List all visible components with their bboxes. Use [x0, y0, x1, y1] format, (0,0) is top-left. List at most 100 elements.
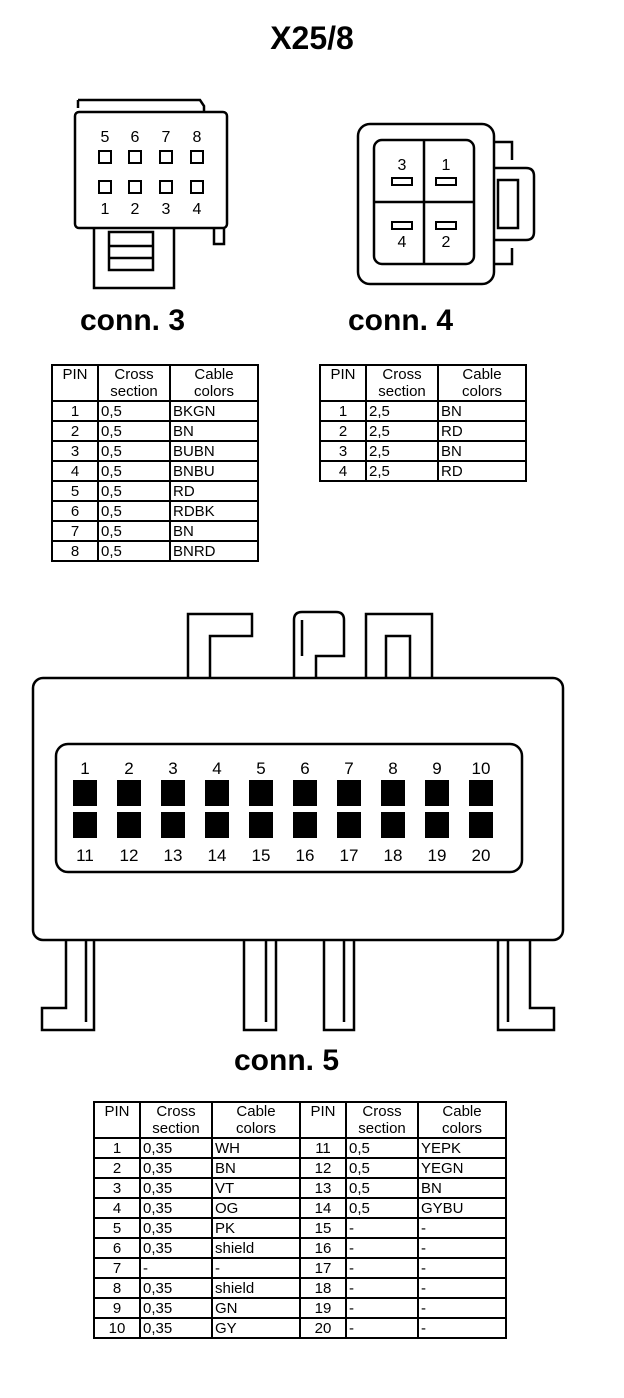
pin-block [205, 780, 229, 806]
pin-cell: 4 [93, 1197, 141, 1219]
pin-cell: 8 [93, 1277, 141, 1299]
cable-color-cell: - [211, 1257, 301, 1279]
col-header-pin: PIN [319, 364, 367, 402]
pin-number: 15 [252, 846, 271, 865]
pin-number: 1 [101, 201, 110, 218]
pin-block [381, 812, 405, 838]
cable-color-cell: GN [211, 1297, 301, 1319]
cable-color-cell: VT [211, 1177, 301, 1199]
pin-block [249, 780, 273, 806]
cross-section-cell: - [345, 1277, 419, 1299]
conn3-drawing [73, 98, 229, 290]
cross-section-cell: - [139, 1257, 213, 1279]
conn5-drawing [31, 610, 565, 1032]
pin-slot [435, 177, 457, 186]
pin-cell: 2 [93, 1157, 141, 1179]
cross-section-cell: 0,35 [139, 1277, 213, 1299]
pin-number: 10 [472, 759, 491, 778]
cable-color-cell: - [417, 1297, 507, 1319]
cross-section-cell: 2,5 [365, 440, 439, 462]
cross-section-cell: 0,5 [97, 520, 171, 542]
col-header-cross-section: Cross section [139, 1101, 213, 1139]
pin-number: 7 [162, 129, 171, 146]
pin-number: 18 [384, 846, 403, 865]
cross-section-cell: 2,5 [365, 460, 439, 482]
pin-cell: 1 [319, 400, 367, 422]
col-header-pin: PIN [299, 1101, 347, 1139]
cross-section-cell: 0,5 [97, 420, 171, 442]
cross-section-cell: 0,5 [345, 1177, 419, 1199]
pin-slot [435, 221, 457, 230]
pin-cell: 1 [51, 400, 99, 422]
cable-color-cell: YEGN [417, 1157, 507, 1179]
pin-cell: 8 [51, 540, 99, 562]
pin-number: 2 [124, 759, 133, 778]
pin-cell: 18 [299, 1277, 347, 1299]
pin-cavity [98, 180, 112, 194]
cross-section-cell: 0,5 [345, 1197, 419, 1219]
pin-block [73, 812, 97, 838]
pin-cavity [190, 150, 204, 164]
cross-section-cell: 0,5 [97, 500, 171, 522]
cable-color-cell: BN [437, 400, 527, 422]
cable-color-cell: - [417, 1237, 507, 1259]
cable-color-cell: GYBU [417, 1197, 507, 1219]
pin-cell: 5 [51, 480, 99, 502]
col-header-cable-colors: Cable colors [169, 364, 259, 402]
pin-number: 14 [208, 846, 227, 865]
cable-color-cell: BN [211, 1157, 301, 1179]
pin-cell: 7 [93, 1257, 141, 1279]
pin-cell: 2 [51, 420, 99, 442]
cross-section-cell: - [345, 1237, 419, 1259]
pin-cell: 4 [51, 460, 99, 482]
cable-color-cell: - [417, 1257, 507, 1279]
cross-section-cell: 0,5 [345, 1137, 419, 1159]
col-header-cross-section: Cross section [97, 364, 171, 402]
pin-number: 20 [472, 846, 491, 865]
pin-cell: 13 [299, 1177, 347, 1199]
pin-number: 3 [398, 157, 407, 174]
col-header-pin: PIN [93, 1101, 141, 1139]
pin-number: 5 [101, 129, 110, 146]
cross-section-cell: - [345, 1257, 419, 1279]
cable-color-cell: - [417, 1317, 507, 1339]
cable-color-cell: BN [437, 440, 527, 462]
pin-cell: 16 [299, 1237, 347, 1259]
pin-number: 19 [428, 846, 447, 865]
pin-cell: 6 [51, 500, 99, 522]
cross-section-cell: 2,5 [365, 420, 439, 442]
pin-block [249, 812, 273, 838]
pin-cell: 2 [319, 420, 367, 442]
conn5-label: conn. 5 [234, 1044, 340, 1077]
pin-number: 4 [193, 201, 202, 218]
pin-cavity [159, 180, 173, 194]
pin-number: 16 [296, 846, 315, 865]
cable-color-cell: YEPK [417, 1137, 507, 1159]
cable-color-cell: RD [169, 480, 259, 502]
cross-section-cell: 2,5 [365, 400, 439, 422]
pin-cell: 11 [299, 1137, 347, 1159]
pin-cavity [128, 180, 142, 194]
pin-cell: 10 [93, 1317, 141, 1339]
pin-block [117, 812, 141, 838]
cable-color-cell: shield [211, 1277, 301, 1299]
cross-section-cell: 0,35 [139, 1177, 213, 1199]
pin-cell: 1 [93, 1137, 141, 1159]
col-header-cross-section: Cross section [345, 1101, 419, 1139]
pin-cell: 3 [51, 440, 99, 462]
